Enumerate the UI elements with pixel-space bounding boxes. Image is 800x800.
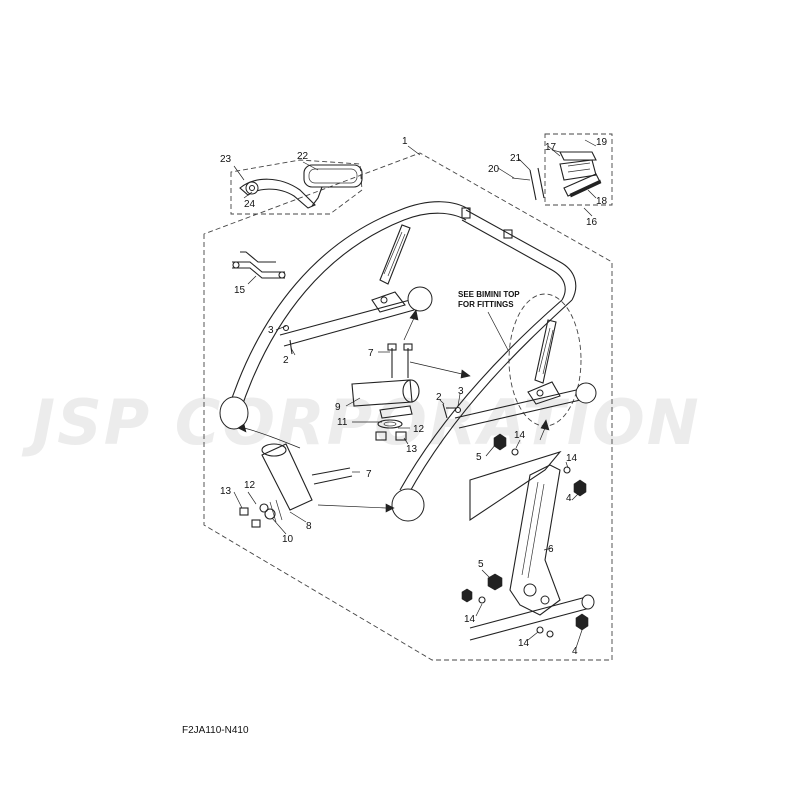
nut-13-lower [239, 507, 249, 516]
washer-14-d [536, 626, 544, 634]
callout-4-upper: 4 [566, 493, 572, 504]
callout-5-lower: 5 [478, 559, 484, 570]
right-tube-end [391, 488, 425, 522]
callout-3-left: 3 [268, 325, 274, 336]
tower-tube-right-inner [399, 299, 563, 491]
callout-2-right: 2 [436, 392, 442, 403]
knob-5-lower [487, 573, 503, 591]
callout-14-upper-right: 14 [566, 453, 578, 464]
center-mount-parts [351, 343, 420, 441]
upper-hinge-bracket-right [527, 319, 561, 405]
hinge-bracket-6 [509, 464, 561, 616]
upper-hinge-bracket-left [371, 224, 411, 313]
bolts-7-upper [391, 348, 409, 378]
washer-14-a [511, 448, 519, 456]
screw-3-right [454, 406, 462, 414]
callout-17: 17 [545, 142, 557, 153]
part-15-brackets [232, 251, 286, 279]
bracket-kit [511, 149, 602, 201]
lower-left-mount-parts [239, 443, 353, 528]
callout-16: 16 [586, 217, 598, 228]
left-cross-brace [279, 299, 415, 347]
lower-right-bracket-assembly [461, 433, 595, 641]
right-brace-end [575, 382, 597, 404]
washer-14-b [563, 466, 571, 474]
callout-21: 21 [510, 153, 522, 164]
callout-20: 20 [488, 164, 500, 175]
leader-lines [233, 139, 597, 649]
callout-5-upper: 5 [476, 452, 482, 463]
callout-22: 22 [297, 151, 309, 162]
tower-tube-left-inner [239, 212, 467, 413]
callout-7-lower: 7 [366, 469, 372, 480]
callout-11: 11 [337, 417, 348, 428]
knob-5-small [461, 588, 473, 603]
callout-14-lower-left: 14 [464, 614, 476, 625]
pin-2-left [289, 339, 293, 355]
callout-24: 24 [244, 199, 256, 210]
bolts-7-lower [311, 467, 353, 485]
callout-13-lower: 13 [220, 486, 232, 497]
top-rail-mount [461, 207, 471, 219]
washer-12-lower [259, 503, 269, 513]
callout-9: 9 [335, 402, 341, 413]
note-line-2: FOR FITTINGS [458, 300, 514, 309]
knob-4-upper [573, 479, 587, 497]
callout-14-upper-left: 14 [514, 430, 526, 441]
washer-14-c [478, 596, 486, 604]
callout-15: 15 [234, 285, 246, 296]
callout-labels: 1 23 22 24 15 3 2 7 9 11 12 13 7 12 13 8… [220, 136, 608, 657]
assembly-arrows [237, 309, 550, 513]
note-line-1: SEE BIMINI TOP [458, 290, 520, 299]
left-brace-end [407, 286, 433, 312]
tower-tube-left-outer [227, 201, 471, 411]
tower-top-rail [465, 209, 577, 301]
rear-view-mirror [303, 164, 363, 188]
tower-tube-right-outer [407, 299, 573, 496]
callout-18: 18 [596, 196, 608, 207]
callout-19: 19 [596, 137, 608, 148]
callout-4-lower: 4 [572, 646, 578, 657]
diagram-code: F2JA110-N410 [182, 725, 249, 736]
mirror-group-boundary [230, 159, 363, 215]
washer-10 [264, 508, 276, 520]
callout-2-left: 2 [283, 355, 289, 366]
callout-12-center: 12 [413, 424, 425, 435]
callout-1: 1 [402, 136, 408, 147]
callout-7-upper: 7 [368, 348, 374, 359]
left-tube-end [219, 396, 249, 430]
nuts-13 [375, 431, 387, 441]
tower-top-rail-inner [461, 219, 566, 301]
sleeve-tube [261, 443, 313, 511]
bimini-note: SEE BIMINI TOP FOR FITTINGS [458, 290, 520, 309]
washers-12 [377, 419, 403, 429]
screw-3-left [282, 324, 290, 332]
bracket-kit-boundary [544, 133, 613, 206]
callout-13-center: 13 [406, 444, 418, 455]
main-assembly-boundary [203, 152, 613, 661]
callout-14-lower-right: 14 [518, 638, 530, 649]
callout-23: 23 [220, 154, 232, 165]
small-hardware [282, 324, 462, 419]
knob-4-lower [575, 613, 589, 631]
tower-frame [219, 201, 597, 522]
callout-10: 10 [282, 534, 294, 545]
right-cross-brace [454, 387, 590, 429]
watermark: JSP CORPORATION [21, 386, 701, 459]
top-rail-clamp [503, 229, 513, 239]
mirror-mount-arm [239, 178, 316, 209]
mirror-assembly [239, 164, 363, 209]
callout-6: 6 [548, 544, 554, 555]
callout-3-right: 3 [458, 386, 464, 397]
callout-8: 8 [306, 521, 312, 532]
side-panel [469, 450, 562, 522]
watermark-text: JSP CORPORATION [21, 386, 701, 459]
callout-12-lower: 12 [244, 480, 256, 491]
lower-rail [469, 595, 591, 641]
pin-2-right [442, 403, 448, 419]
